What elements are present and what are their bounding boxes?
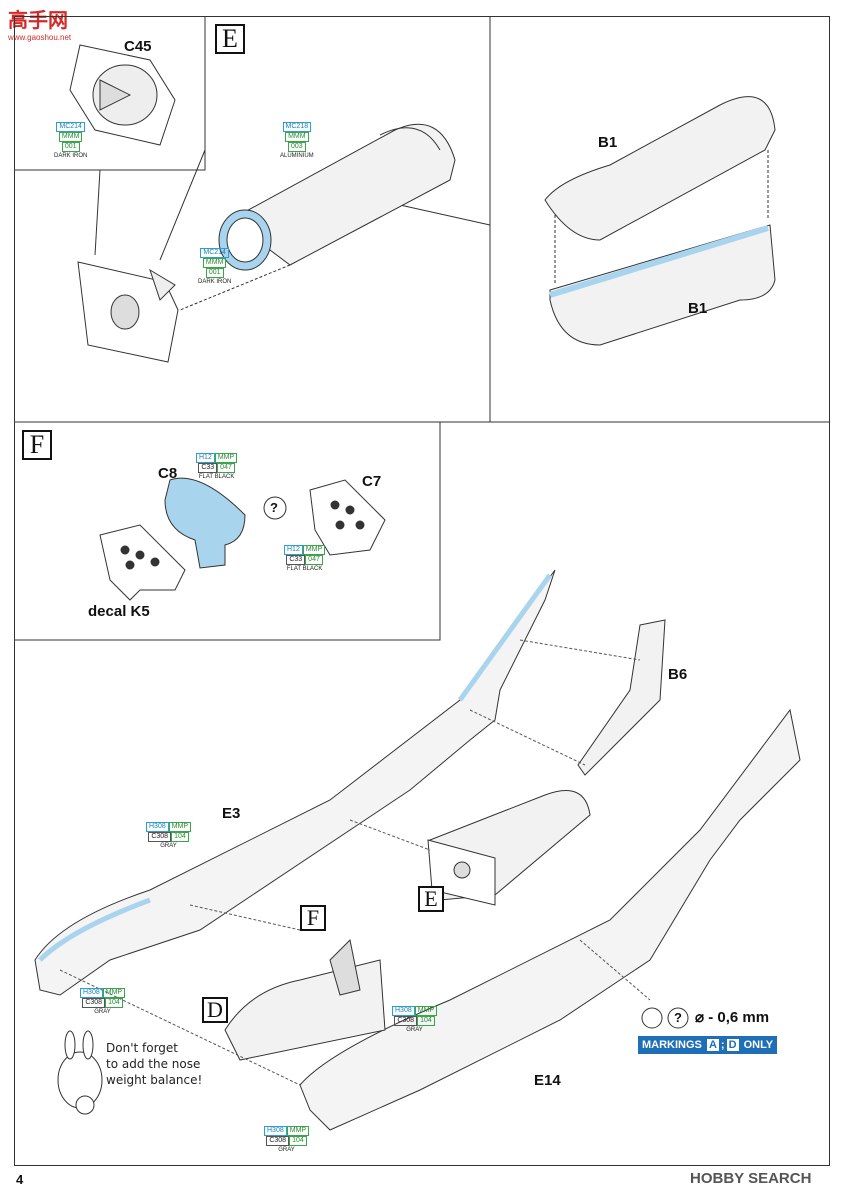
paint-brand: MMP bbox=[102, 988, 126, 998]
paint-code: H308 bbox=[80, 988, 103, 998]
paint-brand: MMP bbox=[414, 1006, 438, 1016]
question-circle-icon-2 bbox=[667, 1007, 689, 1029]
paint-brand: MMP bbox=[214, 453, 238, 463]
rabbit-mascot-icon bbox=[57, 1030, 103, 1115]
step-f-box: F bbox=[22, 430, 52, 460]
site-watermark-title: 高手网 bbox=[8, 8, 68, 32]
label-b1-bottom: B1 bbox=[688, 300, 708, 317]
paint-brand: MMP bbox=[302, 545, 326, 555]
question-circle-icon bbox=[263, 496, 287, 520]
paint-code: H308 bbox=[146, 822, 169, 832]
note-line-1: Don't forget bbox=[106, 1041, 178, 1055]
markings-a: A bbox=[705, 1038, 720, 1052]
site-watermark-url: www.gaoshou.net bbox=[8, 33, 72, 42]
paint-brand: MMM bbox=[58, 132, 83, 142]
page-frame bbox=[14, 16, 830, 1166]
part-c45-mount bbox=[77, 261, 179, 363]
label-b1-top: B1 bbox=[598, 134, 618, 151]
page-number: 4 bbox=[16, 1172, 24, 1187]
fuselage-e3 bbox=[34, 569, 556, 996]
paint-brand: MMM bbox=[285, 132, 309, 142]
paint-number: 001 bbox=[61, 142, 80, 152]
paint-name: GRAY bbox=[278, 1147, 295, 1153]
paint-name: DARK IRON bbox=[54, 153, 88, 159]
paint-code: H308 bbox=[392, 1006, 415, 1016]
part-c8-panel bbox=[164, 477, 246, 569]
paint-number: 104 bbox=[417, 1016, 435, 1026]
label-decal-k5: decal K5 bbox=[88, 603, 150, 620]
site-watermark: 高手网 www.gaoshou.net bbox=[8, 4, 71, 42]
part-exhaust-small bbox=[427, 790, 591, 906]
paint-dark-iron-2: MC214 MMM 001 DARK IRON bbox=[198, 248, 231, 286]
paint-brand: MMM bbox=[202, 258, 227, 268]
paint-brand: MMP bbox=[168, 822, 192, 832]
label-c7: C7 bbox=[362, 473, 382, 490]
paint-code-2: C33 bbox=[198, 463, 218, 473]
paint-code-2: C33 bbox=[286, 555, 306, 565]
paint-code: MC214 bbox=[200, 248, 229, 258]
paint-name: FLAT BLACK bbox=[198, 474, 235, 480]
step-f-small: F bbox=[300, 905, 326, 931]
paint-number: 001 bbox=[205, 268, 224, 278]
markings-prefix: MARKINGS bbox=[642, 1039, 702, 1051]
footer-brand: HOBBY SEARCH bbox=[690, 1170, 812, 1187]
question-mark-1: ? bbox=[270, 500, 278, 515]
drill-size: ⌀ - 0,6 mm bbox=[695, 1009, 770, 1026]
label-e14: E14 bbox=[534, 1072, 561, 1089]
part-b6 bbox=[577, 619, 666, 776]
part-b1-halves bbox=[544, 96, 776, 346]
part-c45-detail bbox=[69, 44, 176, 146]
paint-code-2: C308 bbox=[82, 998, 106, 1008]
paint-code-2: C308 bbox=[148, 832, 172, 842]
part-c7-drawing bbox=[309, 479, 386, 556]
markings-badge: MARKINGS A;D ONLY bbox=[638, 1036, 778, 1054]
label-e3: E3 bbox=[222, 805, 241, 822]
paint-name: FLAT BLACK bbox=[286, 566, 323, 572]
markings-d: D bbox=[725, 1038, 740, 1052]
part-exhaust-tube bbox=[218, 123, 456, 271]
nose-weight-note: Don't forget to add the nose weight bala… bbox=[106, 1040, 202, 1088]
label-c45: C45 bbox=[124, 38, 152, 55]
step-e-small: E bbox=[418, 886, 444, 912]
paint-number: 047 bbox=[305, 555, 323, 565]
markings-sep: ; bbox=[720, 1039, 725, 1051]
paint-code: H308 bbox=[264, 1126, 287, 1136]
step-e-box: E bbox=[215, 24, 245, 54]
label-c8: C8 bbox=[158, 465, 178, 482]
paint-code: MC214 bbox=[56, 122, 85, 132]
paint-code-2: C308 bbox=[266, 1136, 290, 1146]
paint-name: DARK IRON bbox=[198, 279, 232, 285]
paint-name: GRAY bbox=[94, 1009, 111, 1015]
paint-number: 104 bbox=[105, 998, 123, 1008]
markings-suffix: ONLY bbox=[743, 1039, 774, 1051]
paint-number: 104 bbox=[171, 832, 189, 842]
decal-k5-drawing bbox=[99, 524, 186, 601]
paint-number: 003 bbox=[287, 142, 306, 152]
paint-number: 104 bbox=[289, 1136, 307, 1146]
note-line-3: weight balance! bbox=[106, 1073, 203, 1087]
question-mark-2: ? bbox=[674, 1010, 682, 1025]
paint-name: GRAY bbox=[406, 1027, 423, 1033]
paint-name: ALUMINIUM bbox=[280, 153, 314, 159]
paint-dark-iron-1: MC214 MMM 001 DARK IRON bbox=[54, 122, 87, 160]
step-d-small: D bbox=[202, 997, 228, 1023]
cockpit-tub bbox=[224, 938, 386, 1061]
label-b6: B6 bbox=[668, 666, 688, 683]
paint-code: MC218 bbox=[282, 122, 312, 132]
paint-brand: MMP bbox=[286, 1126, 310, 1136]
paint-code-2: C308 bbox=[394, 1016, 418, 1026]
drill-icon bbox=[641, 1007, 663, 1029]
paint-aluminium: MC218 MMM 003 ALUMINIUM bbox=[280, 122, 314, 160]
paint-number: 047 bbox=[217, 463, 235, 473]
paint-name: GRAY bbox=[160, 843, 177, 849]
paint-code: H12 bbox=[284, 545, 303, 555]
paint-code: H12 bbox=[196, 453, 215, 463]
note-line-2: to add the nose bbox=[106, 1057, 201, 1071]
